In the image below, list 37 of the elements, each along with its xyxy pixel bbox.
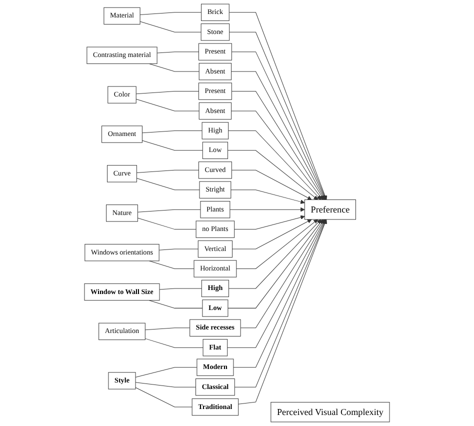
connector bbox=[142, 130, 202, 134]
connector bbox=[140, 21, 202, 32]
arrow bbox=[240, 219, 324, 328]
arrow bbox=[231, 91, 324, 200]
arrow bbox=[228, 130, 322, 200]
connector bbox=[156, 52, 199, 54]
arrow bbox=[230, 190, 305, 204]
arrow bbox=[236, 219, 318, 269]
arrow bbox=[228, 150, 318, 200]
arrow bbox=[231, 110, 323, 200]
connector bbox=[148, 300, 203, 308]
arrow bbox=[234, 215, 305, 230]
arrow bbox=[232, 219, 312, 250]
connector bbox=[144, 328, 190, 330]
connector bbox=[159, 288, 202, 290]
arrow bbox=[227, 219, 326, 348]
connector bbox=[137, 209, 201, 212]
arrow bbox=[228, 219, 322, 289]
connector bbox=[135, 382, 196, 388]
connector bbox=[135, 367, 198, 378]
arrow bbox=[228, 219, 323, 308]
connector bbox=[148, 63, 200, 72]
connector bbox=[135, 387, 192, 408]
connector bbox=[137, 218, 196, 230]
arrow bbox=[231, 170, 312, 200]
arrow bbox=[230, 207, 305, 212]
node-box: Preference bbox=[304, 199, 356, 220]
connector bbox=[158, 248, 198, 250]
node-box: Perceived Visual Complexity bbox=[270, 402, 390, 422]
connector bbox=[140, 12, 202, 15]
connector bbox=[142, 140, 203, 151]
connector bbox=[136, 91, 199, 94]
connector bbox=[136, 178, 200, 190]
connector bbox=[144, 338, 204, 348]
connector bbox=[148, 260, 194, 269]
connector bbox=[136, 98, 200, 112]
connector bbox=[136, 170, 199, 173]
